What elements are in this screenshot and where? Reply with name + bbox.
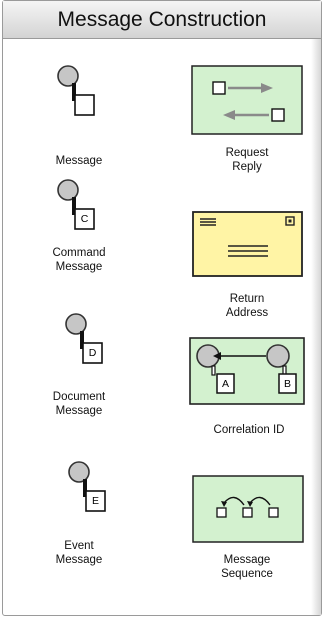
return-address-icon[interactable] — [192, 211, 303, 277]
message-icon[interactable] — [55, 63, 105, 125]
message-sequence-icon[interactable] — [192, 475, 304, 543]
correlation-id-label: Correlation ID — [213, 424, 285, 436]
request-reply-icon[interactable] — [191, 65, 303, 135]
correlation-id-icon[interactable]: A B — [189, 337, 305, 405]
event-letter: E — [91, 495, 99, 507]
panel-shade — [311, 39, 321, 615]
message-label: Message — [55, 155, 103, 167]
correlation-letter-a: A — [221, 378, 229, 390]
return-address-label: Return Address — [225, 293, 269, 319]
command-letter: C — [80, 213, 89, 225]
document-message-icon[interactable]: D — [63, 311, 113, 373]
document-letter: D — [88, 347, 97, 359]
message-construction-panel: Message Construction Message C Command M… — [2, 0, 322, 616]
panel-header[interactable]: Message Construction — [3, 1, 321, 39]
command-message-label: Command Message — [52, 247, 106, 273]
event-message-label: Event Message — [55, 540, 103, 566]
message-sequence-label: Message Sequence — [221, 554, 273, 580]
document-message-label: Document Message — [52, 391, 106, 417]
correlation-letter-b: B — [283, 378, 291, 390]
event-message-icon[interactable]: E — [66, 459, 116, 521]
command-message-icon[interactable]: C — [55, 177, 105, 239]
request-reply-label: Request Reply — [225, 147, 269, 173]
